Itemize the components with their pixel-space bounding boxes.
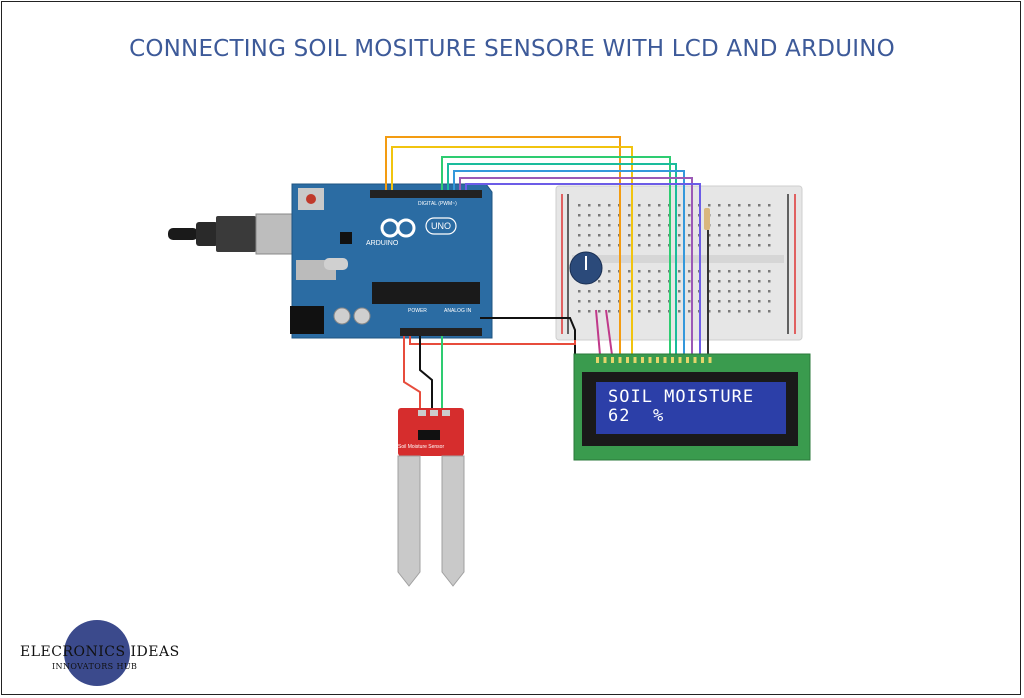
arduino-brand-label: ARDUINO — [366, 240, 399, 247]
signal-wires — [385, 136, 709, 410]
analog-pins-label: ANALOG IN — [444, 308, 472, 314]
logo-circle — [64, 620, 130, 686]
usb-cable — [168, 213, 307, 255]
logo-name: ELECRONICS IDEAS — [20, 644, 180, 660]
logo-tagline: INNOVATORS HUB — [52, 662, 138, 671]
lcd-module — [573, 353, 811, 461]
arduino-uno-board — [290, 183, 493, 339]
potentiometer-icon — [569, 251, 603, 285]
diagram-title: CONNECTING SOIL MOSITURE SENSORE WITH LC… — [129, 36, 895, 62]
arduino-logo-icon — [380, 218, 416, 238]
power-pins-label: POWER — [408, 308, 427, 314]
soil-moisture-sensor — [397, 408, 465, 587]
lcd-line-1: SOIL MOISTURE — [608, 387, 755, 407]
sensor-label: Soil Moisture Sensor — [398, 444, 445, 450]
digital-pins-label: DIGITAL (PWM~) — [418, 201, 457, 207]
lcd-line-2: 62 % — [608, 406, 665, 426]
arduino-model-label: UNO — [431, 221, 451, 231]
resistor-icon — [704, 208, 710, 230]
